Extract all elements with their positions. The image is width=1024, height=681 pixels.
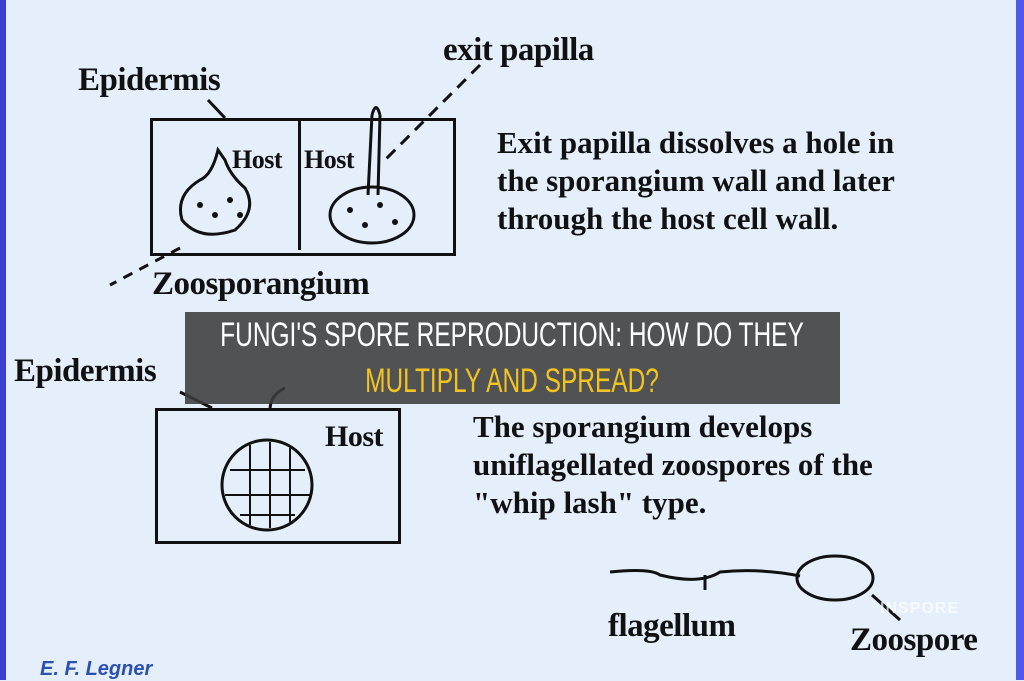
epidermis-cell-bottom xyxy=(155,408,401,544)
paragraph-line: uniflagellated zoospores of the xyxy=(473,447,873,482)
watermark: INSPORE xyxy=(880,600,960,617)
label-flagellum: flagellum xyxy=(608,608,736,644)
zoospore-pointer xyxy=(871,593,901,622)
paragraph-line: through the host cell wall. xyxy=(497,201,839,236)
paragraph-line: "whip lash" type. xyxy=(473,485,707,520)
paragraph-sporangium: The sporangium develops uniflagellated z… xyxy=(473,408,873,522)
label-exit-papilla: exit papilla xyxy=(443,32,594,68)
label-host-right: Host xyxy=(304,145,355,174)
papilla-pointer xyxy=(383,63,482,162)
papilla-tube xyxy=(366,106,382,196)
epidermis-pointer xyxy=(206,98,227,120)
title-line-2: MULTIPLY AND SPREAD? xyxy=(365,362,659,400)
title-line-1: FUNGI'S SPORE REPRODUCTION: HOW DO THEY xyxy=(220,316,804,354)
credit-text: E. F. Legner xyxy=(40,658,153,680)
title-overlay xyxy=(185,312,840,404)
label-epidermis-bottom: Epidermis xyxy=(14,353,157,389)
sporangium-left xyxy=(179,146,252,236)
sporangium-right xyxy=(328,185,416,245)
label-epidermis-top: Epidermis xyxy=(78,62,221,98)
flagellum-line xyxy=(609,569,801,581)
label-zoospore: Zoospore xyxy=(850,622,978,658)
epidermis-cell-top xyxy=(150,118,456,256)
paragraph-line: Exit papilla dissolves a hole in xyxy=(497,125,895,160)
left-border xyxy=(0,0,6,680)
right-border xyxy=(1016,0,1024,680)
label-host-bottom: Host xyxy=(325,420,384,453)
sporangium-bottom xyxy=(220,438,314,532)
paragraph-line: The sporangium develops xyxy=(473,409,813,444)
paragraph-exit-papilla: Exit papilla dissolves a hole in the spo… xyxy=(497,124,895,238)
zoospore-body xyxy=(795,554,875,602)
paragraph-line: the sporangium wall and later xyxy=(497,163,895,198)
zoosporangium-pointer xyxy=(109,246,181,287)
cell-divider xyxy=(298,118,301,250)
label-host-left: Host xyxy=(232,145,283,174)
label-zoosporangium: Zoosporangium xyxy=(152,266,370,302)
